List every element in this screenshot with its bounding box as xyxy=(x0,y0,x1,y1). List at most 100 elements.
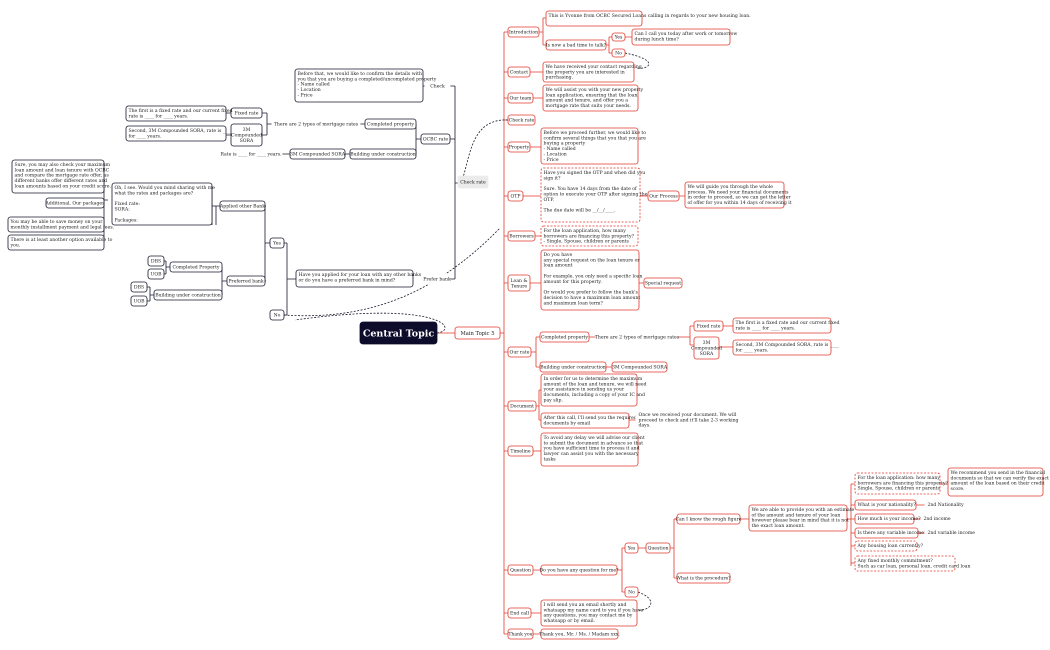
intro-no[interactable]: No xyxy=(611,48,626,58)
timeline-text[interactable]: To avoid any delay we will advise our cl… xyxy=(540,432,645,467)
left-pref-completed[interactable]: Completed Property xyxy=(169,261,223,273)
intro-yes[interactable]: Yes xyxy=(611,32,626,42)
contact-text[interactable]: We have received your contact regardingt… xyxy=(542,61,642,83)
left-another-option-text: There is at least another option availab… xyxy=(11,237,113,243)
left-dbs-2[interactable]: DBS xyxy=(130,281,148,293)
left-check-rate[interactable]: Check rate xyxy=(457,175,489,189)
document-text-text: pay slip. xyxy=(544,398,564,404)
otp-text[interactable]: Have you signed the OTP and when did you… xyxy=(540,167,648,223)
intro-yes-box xyxy=(611,32,626,42)
rate-sora-text-text: for ____ years. xyxy=(736,347,769,353)
rate-two-types[interactable]: There are 2 types of mortgage rates xyxy=(595,331,680,343)
left-additional[interactable]: Additional, Our packages xyxy=(44,197,105,209)
main-topic-5[interactable]: Main Topic 5 xyxy=(454,326,501,340)
question-procedure[interactable]: What is the procedure? xyxy=(676,572,731,584)
left-pref-building[interactable]: Building under construction xyxy=(153,289,223,301)
question-q3-reply-box xyxy=(920,513,956,525)
left-save-money[interactable]: You may be able to save money on yourmon… xyxy=(7,216,115,233)
question-q1-reply[interactable]: We recommend you send in the financialdo… xyxy=(947,467,1049,497)
left-yes[interactable]: Yes xyxy=(269,237,285,249)
rate-sora-text[interactable]: Second, 3M Compounded SORA, rate is ____… xyxy=(732,339,840,356)
rate-building[interactable]: Building under construction xyxy=(539,361,607,373)
branch-check-rate[interactable]: Check rate xyxy=(507,114,536,126)
intro-yes-reply[interactable]: Can I call you today after work or tomor… xyxy=(631,28,738,46)
left-prefer-q[interactable]: Have you applied for your loan with any … xyxy=(295,269,422,288)
question-q2-reply-text: 2nd Nationality xyxy=(928,502,965,508)
question-node[interactable]: Question xyxy=(645,542,671,554)
left-ocbc-rate[interactable]: OCBC rate xyxy=(420,133,451,145)
loan-special-request[interactable]: Special request xyxy=(643,277,683,289)
left-fixed-text[interactable]: The first is a fixed rate and our curren… xyxy=(125,105,233,122)
question-yes[interactable]: Yes xyxy=(624,542,639,554)
left-dbs-1[interactable]: DBS xyxy=(147,255,165,267)
property-text[interactable]: Before we proceed further, we would like… xyxy=(540,127,646,165)
left-check-text[interactable]: Before that, we would like to confirm th… xyxy=(294,68,437,103)
question-q1[interactable]: For the loan application: how manyborrow… xyxy=(854,472,949,495)
question-q2[interactable]: What is your nationality? xyxy=(854,499,917,511)
branch-otp[interactable]: OTP xyxy=(507,190,524,202)
branch-introduction[interactable]: Introduction xyxy=(507,26,540,38)
question-ask[interactable]: Do you have any question for me? xyxy=(539,564,619,576)
left-also-check[interactable]: Sure, you may also check your maximumloa… xyxy=(11,159,111,194)
left-building[interactable]: Building under construction xyxy=(349,148,417,160)
thank-you-text[interactable]: Thank you, Mr. / Ms. / Madam xxx. xyxy=(539,628,620,640)
branch-document[interactable]: Document xyxy=(507,400,537,412)
branch-our-team[interactable]: Our team xyxy=(507,92,534,104)
branch-timeline[interactable]: Timeline xyxy=(507,445,534,457)
branch-our-rate[interactable]: Our rate xyxy=(507,346,532,358)
branch-borrowers[interactable]: Borrowers xyxy=(507,230,536,242)
rate-building-sora[interactable]: 3M Compounded SORA xyxy=(611,361,668,373)
left-another-option[interactable]: There is at least another option availab… xyxy=(7,234,113,251)
rate-fixed-text[interactable]: The first is a fixed rate and our curren… xyxy=(732,317,840,334)
left-building-sora[interactable]: 3M Compounded SORA xyxy=(289,148,346,160)
question-q5[interactable]: Any housing loan currently? xyxy=(854,540,924,552)
document-text[interactable]: In order for us to determine the maximum… xyxy=(540,373,647,407)
central-topic[interactable]: Central Topic xyxy=(359,321,438,345)
question-no[interactable]: No xyxy=(624,586,639,598)
left-preferred[interactable]: Preferred bank xyxy=(226,275,266,287)
intro-bad-time[interactable]: Is now a bad time to talk? xyxy=(545,39,607,51)
otp-process[interactable]: Our Process xyxy=(647,190,680,202)
question-q2-reply[interactable]: 2nd Nationality xyxy=(924,499,966,511)
end-call-text[interactable]: I will send you an email shortly andwhat… xyxy=(540,599,644,627)
question-q3[interactable]: How much is your income? xyxy=(854,513,921,525)
left-applied[interactable]: Applied other Bank xyxy=(219,200,266,212)
rate-fixed[interactable]: Fixed rate xyxy=(693,320,724,332)
left-fixed[interactable]: Fixed rate xyxy=(230,107,263,119)
left-no[interactable]: No xyxy=(269,309,285,321)
question-q4[interactable]: Is there any variable income? xyxy=(854,527,927,539)
branch-question[interactable]: Question xyxy=(507,564,534,576)
branch-loan-tenure[interactable]: Loan &Tenure xyxy=(507,274,531,292)
left-building-rate[interactable]: Rate is ____ for ____ years. xyxy=(219,148,283,160)
left-uob-1[interactable]: UOB xyxy=(147,268,165,280)
question-q3-reply[interactable]: 2nd income xyxy=(920,513,956,525)
left-check-text-text: - Location xyxy=(298,87,321,93)
question-q6[interactable]: Any fixed monthly commitment?Such as car… xyxy=(854,555,971,572)
branch-contact[interactable]: Contact xyxy=(507,66,531,78)
left-prefer-bank[interactable]: Prefer bank xyxy=(423,273,451,285)
branch-thank-you[interactable]: Thank you xyxy=(507,628,534,640)
otp-process-text[interactable]: We will guide you through the wholeproce… xyxy=(684,181,792,209)
document-check[interactable]: Once we received your document. We willp… xyxy=(635,409,739,431)
document-email[interactable]: After this call, I'll send you the requi… xyxy=(540,412,637,429)
borrowers-text[interactable]: For the loan application, how manyborrow… xyxy=(540,225,639,247)
branch-property[interactable]: Property xyxy=(507,141,531,153)
left-two-types[interactable]: There are 2 types of mortgage rates xyxy=(271,118,361,130)
left-applied-text[interactable]: Oh, I see. Would you mind sharing with m… xyxy=(111,182,215,226)
left-check[interactable]: Check xyxy=(424,80,451,92)
intro-greeting[interactable]: This is Yvonne from OCBC Secured Loans c… xyxy=(545,10,751,27)
rate-completed[interactable]: Completed property xyxy=(539,331,590,343)
our-team-text[interactable]: We will assist you with your new propert… xyxy=(542,84,644,112)
left-sora-text[interactable]: Second, 3M Compounded SORA, rate is ____… xyxy=(125,125,233,142)
question-estimate[interactable]: We are able to provide you with an estim… xyxy=(748,504,855,532)
branch-end-call[interactable]: End call xyxy=(507,607,532,619)
question-q4-reply[interactable]: 2nd variable income xyxy=(924,527,978,539)
question-rough[interactable]: Can I know the rough figure xyxy=(676,513,742,525)
left-completed[interactable]: Completed property xyxy=(364,118,417,130)
intro-yes-reply-text: Can I call you today after work or tomor… xyxy=(635,31,738,37)
left-uob-2[interactable]: UOB xyxy=(130,295,148,307)
